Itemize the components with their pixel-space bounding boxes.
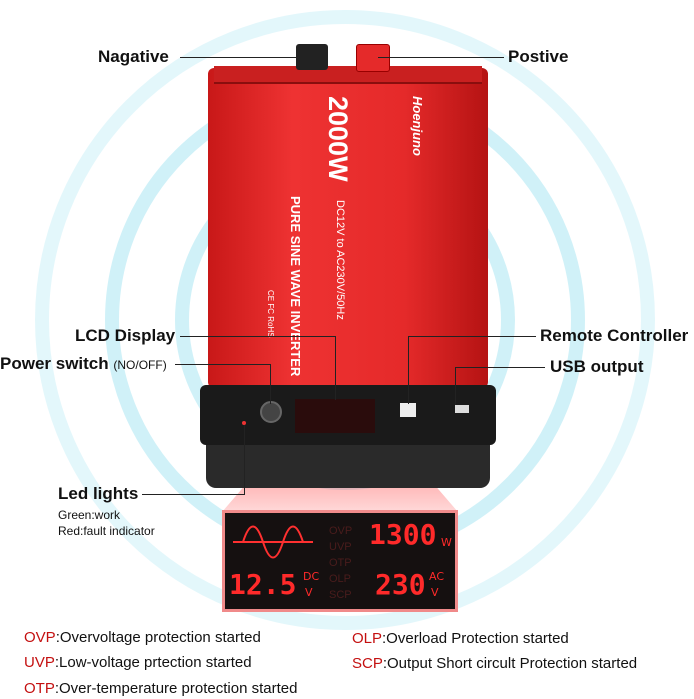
- product-type: PURE SINE WAVE INVERTER: [288, 196, 303, 377]
- label-led: Led lights: [58, 484, 139, 503]
- lcd-display: [295, 399, 375, 433]
- cert-marks: CE FC RoHS: [266, 290, 275, 338]
- leader-line: [270, 364, 271, 404]
- leader-line: [455, 367, 545, 368]
- label-power-switch: Power switch (NO/OFF): [0, 354, 167, 373]
- leader-line: [408, 336, 536, 337]
- negative-terminal: [296, 44, 328, 70]
- flag-scp: SCP: [329, 589, 352, 601]
- legend-otp: OTP:Over-temperature protection started: [24, 680, 298, 697]
- legend-olp: OLP:Overload Protection started: [352, 630, 569, 647]
- leader-line: [180, 336, 335, 337]
- leader-line: [180, 57, 298, 58]
- leader-line: [455, 367, 456, 405]
- power-rating: 2000W: [323, 96, 353, 182]
- brand-logo: Hoenjuno: [410, 96, 425, 156]
- leader-line: [244, 425, 245, 495]
- leader-line: [408, 336, 409, 404]
- flag-olp: OLP: [329, 573, 352, 585]
- flag-otp: OTP: [329, 557, 352, 569]
- dc-readout: 12.5: [229, 568, 297, 601]
- ac-unit: AC: [429, 570, 445, 583]
- legend-uvp: UVP:Low-voltage prtection started: [24, 654, 252, 671]
- label-remote: Remote Controller: [540, 326, 689, 345]
- label-usb: USB output: [550, 357, 644, 376]
- legend-ovp: OVP:Overvoltage protection started: [24, 629, 261, 646]
- lcd-zoom: OVP UVP OTP OLP SCP 1300 W 12.5 DC V 230…: [222, 510, 458, 612]
- watts-unit: W: [441, 536, 452, 549]
- ac-volt-unit: V: [431, 586, 439, 599]
- inverter-top-cap: [214, 66, 482, 84]
- legend-scp: SCP:Output Short circult Protection star…: [352, 655, 638, 672]
- remote-port[interactable]: [400, 403, 416, 417]
- leader-line: [335, 336, 336, 400]
- product-spec: DC12V to AC230V/50Hz: [334, 200, 346, 320]
- label-lcd: LCD Display: [75, 326, 176, 345]
- leader-line: [175, 364, 270, 365]
- inverter-body: [208, 68, 488, 388]
- label-negative: Nagative: [98, 47, 169, 66]
- ac-readout: 230: [375, 568, 426, 601]
- label-positive: Postive: [508, 47, 569, 66]
- positive-terminal: [356, 44, 390, 72]
- front-panel: [200, 385, 496, 445]
- socket-base: [206, 440, 490, 488]
- led-red-note: Red:fault indicator: [58, 524, 155, 538]
- power-switch[interactable]: [260, 401, 282, 423]
- leader-line: [142, 494, 244, 495]
- leader-line: [378, 57, 504, 58]
- flag-ovp: OVP: [329, 525, 353, 537]
- led-indicator: [242, 421, 246, 425]
- watts-readout: 1300: [369, 518, 437, 551]
- led-green-note: Green:work: [58, 508, 121, 522]
- dc-volt-unit: V: [305, 586, 313, 599]
- dc-unit: DC: [303, 570, 320, 583]
- usb-port[interactable]: [455, 405, 469, 413]
- sine-wave-icon: [233, 525, 313, 559]
- flag-uvp: UVP: [329, 541, 352, 553]
